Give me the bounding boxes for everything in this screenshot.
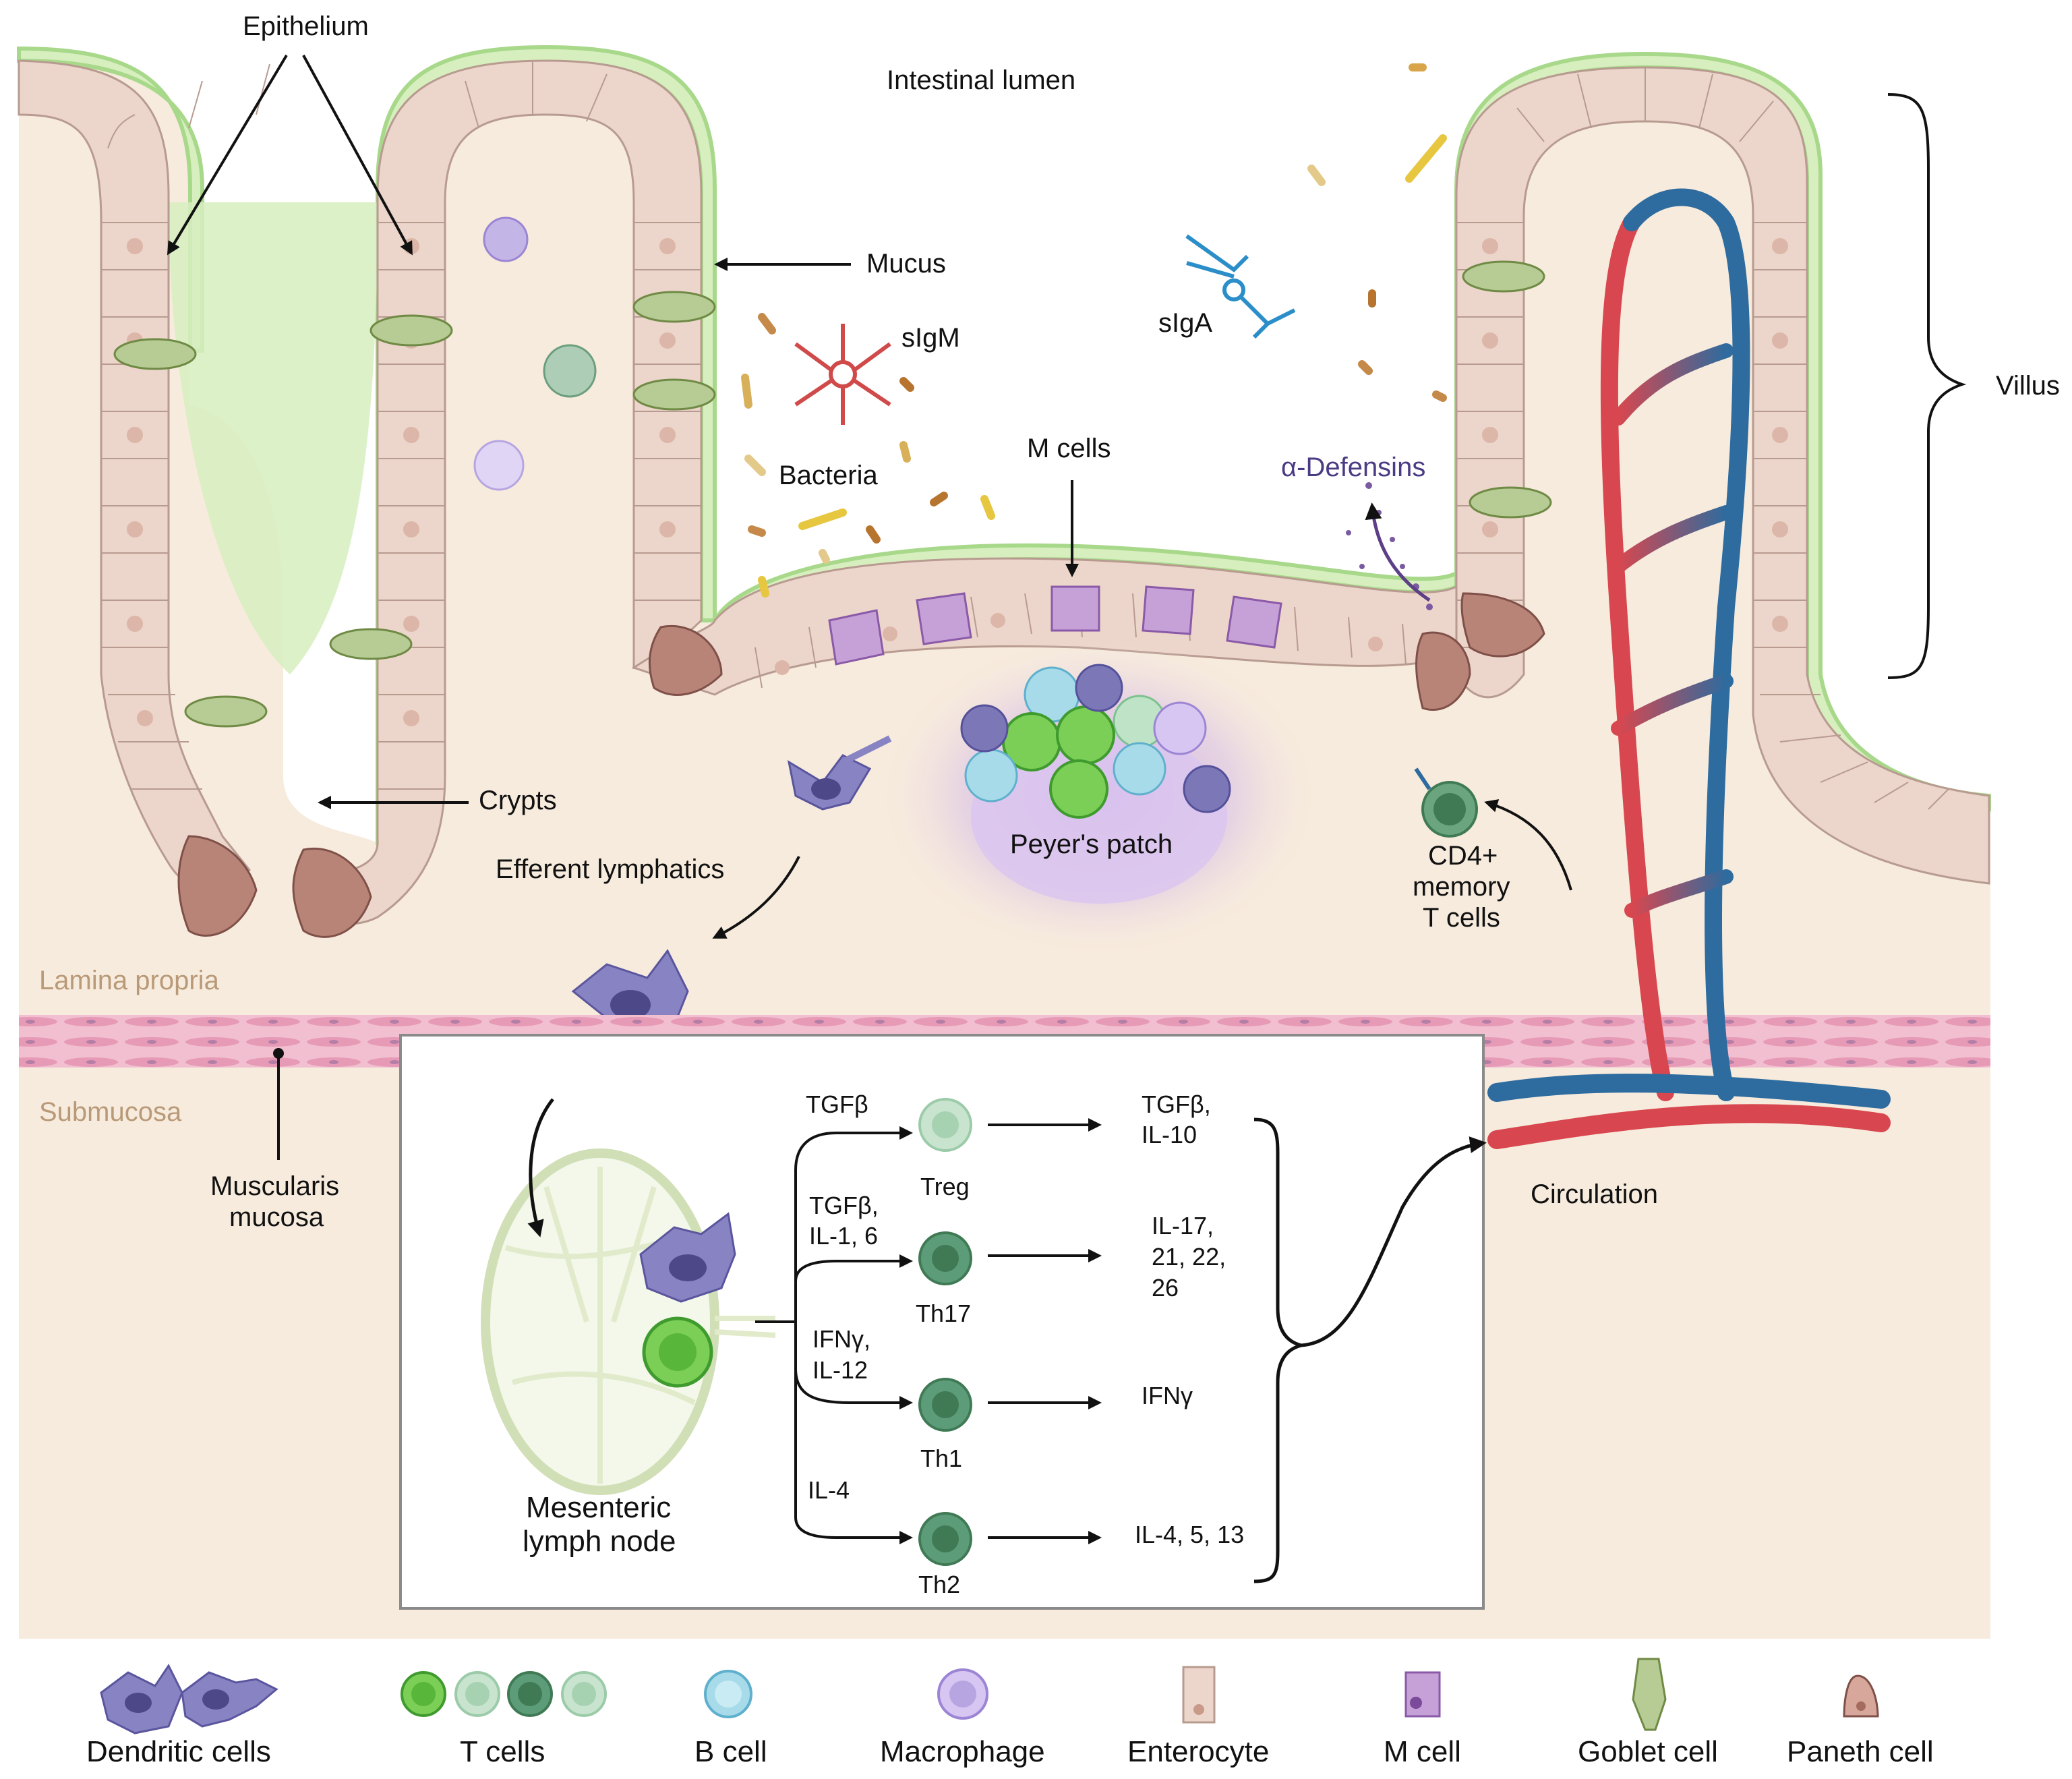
circulation-arrow: [1301, 1136, 1487, 1347]
m-cells-label: M cells: [1027, 434, 1111, 463]
macrophage-icon: [937, 1668, 988, 1720]
legend-label-mcell: M cell: [1384, 1735, 1461, 1768]
paneth-cells: [177, 592, 1545, 938]
cd4-label-line1: CD4+: [1428, 841, 1498, 871]
th2-cytokine-1: IL-4, 5, 13: [1135, 1521, 1244, 1548]
siga-molecule: [1185, 234, 1296, 339]
m-cell-icon: [1404, 1671, 1441, 1718]
sigm-molecule: [794, 324, 891, 425]
bacteria-label: Bacteria: [779, 461, 878, 490]
th1-cytokine-1: IFNγ: [1142, 1382, 1193, 1409]
peyers-patch-label: Peyer's patch: [1010, 829, 1173, 859]
treg-inducer: TGFβ: [806, 1090, 868, 1118]
legend-label-paneth: Paneth cell: [1787, 1735, 1934, 1768]
crypts-label: Crypts: [479, 786, 557, 815]
mucus-crypt: [169, 202, 378, 674]
intestinal-lumen-space: [19, 0, 1990, 877]
th1-inducer-1: IFNγ,: [812, 1325, 870, 1353]
dendritic-cell-icon: [100, 1664, 278, 1734]
epithelium-label: Epithelium: [243, 11, 369, 41]
b-cell-icon: [704, 1670, 752, 1718]
dendritic-cell-lamina: [787, 735, 892, 811]
legend-label-macrophage: Macrophage: [880, 1735, 1045, 1768]
t-cell-subsets: [918, 1098, 972, 1566]
submucosa-label: Submucosa: [39, 1097, 182, 1127]
mesenteric-lymph-node: [481, 1148, 776, 1495]
legend-label-enterocyte: Enterocyte: [1127, 1735, 1269, 1768]
cd4-label-line3: T cells: [1423, 903, 1500, 933]
muscularis-label-line2: mucosa: [229, 1202, 324, 1232]
blood-vessels: [1487, 188, 1891, 1149]
bacteria: [741, 63, 1447, 597]
th17-inducer-2: IL-1, 6: [809, 1222, 878, 1250]
treg-cytokine-1: TGFβ,: [1142, 1090, 1211, 1118]
legend-label-dendritic: Dendritic cells: [86, 1735, 271, 1768]
annotation-arrows: [167, 54, 1572, 939]
intestinal-lumen-label: Intestinal lumen: [887, 65, 1075, 95]
th1-inducer-2: IL-12: [812, 1356, 868, 1384]
villus-label: Villus: [1996, 371, 2060, 401]
th17-name: Th17: [916, 1300, 971, 1327]
dc-to-lymph-node-arrow: [527, 1098, 554, 1237]
mln-label-line1: Mesenteric: [526, 1491, 671, 1524]
th17-cytokine-3: 26: [1152, 1274, 1179, 1302]
enterocyte-icon: [1182, 1666, 1216, 1724]
cd4-memory-t-cell: [1414, 767, 1478, 838]
alpha-defensins-arrow: [1365, 502, 1431, 602]
villus-brace: [1887, 93, 1967, 679]
muscularis-label-line1: Muscularis: [210, 1171, 339, 1201]
mln-label-line2: lymph node: [523, 1525, 676, 1558]
th1-name: Th1: [920, 1445, 962, 1472]
sigm-label: sIgM: [901, 323, 960, 353]
siga-label: sIgA: [1158, 308, 1212, 338]
th17-inducer-1: TGFβ,: [809, 1192, 879, 1219]
legend-label-tcells: T cells: [460, 1735, 545, 1768]
dendritic-cell-lymph-node: [639, 1212, 736, 1388]
efferent-lymphatics-label: Efferent lymphatics: [496, 854, 724, 884]
mucus-label: Mucus: [866, 249, 946, 279]
muscularis-pointer: [273, 1048, 284, 1160]
goblet-cells: [113, 260, 1552, 728]
alpha-defensins-label: α-Defensins: [1281, 453, 1425, 482]
cd4-label-line2: memory: [1413, 872, 1510, 902]
th17-cytokine-2: 21, 22,: [1152, 1243, 1226, 1271]
legend-icons: [100, 1658, 1879, 1734]
peyers-patch-cells: [960, 664, 1231, 819]
t-cell-icon: [401, 1671, 607, 1717]
treg-cytokine-2: IL-10: [1142, 1121, 1197, 1148]
th2-name: Th2: [918, 1571, 960, 1598]
legend-label-goblet: Goblet cell: [1578, 1735, 1718, 1768]
th17-cytokine-1: IL-17,: [1152, 1212, 1214, 1240]
lamina-cells-left: [473, 216, 597, 491]
legend-label-bcell: B cell: [694, 1735, 767, 1768]
differentiation-branches: [755, 1118, 1102, 1544]
th2-inducer-1: IL-4: [808, 1476, 850, 1504]
goblet-cell-icon: [1632, 1658, 1667, 1731]
lamina-propria-label: Lamina propria: [39, 966, 220, 995]
circulation-label: Circulation: [1531, 1179, 1658, 1209]
m-cells: [828, 585, 1282, 666]
paneth-cell-icon: [1843, 1674, 1879, 1718]
treg-name: Treg: [920, 1173, 970, 1200]
